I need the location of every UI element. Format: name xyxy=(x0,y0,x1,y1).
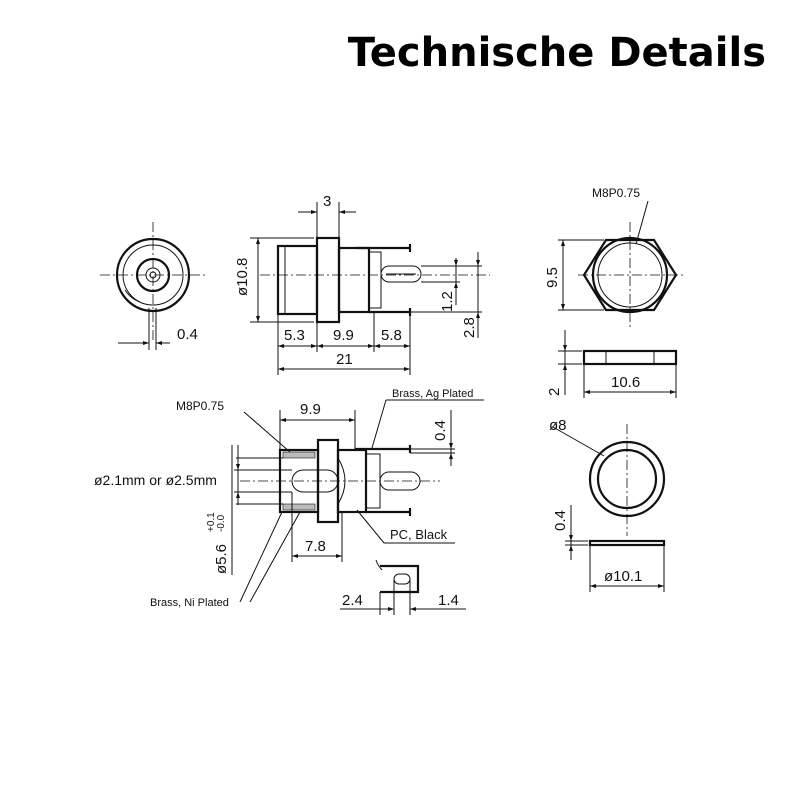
section-length-label: 9.9 xyxy=(300,401,321,418)
side-view: ø10.8 3 5.3 9.9 5.8 21 xyxy=(234,193,490,375)
washer-view: ø8 0.4 ø10.1 xyxy=(549,417,666,592)
page-title: Technische Details xyxy=(347,30,766,76)
section-thread-label: M8P0.75 xyxy=(176,399,224,413)
front-view: 0.4 xyxy=(100,222,206,350)
body-diameter-label: ø10.8 xyxy=(234,258,251,296)
nut-thread-label: M8P0.75 xyxy=(592,186,640,200)
sleeve-material-label: Brass, Ni Plated xyxy=(150,597,229,609)
contact-thickness-label: 0.4 xyxy=(432,420,449,441)
segment-middle-label: 9.9 xyxy=(333,327,354,344)
washer-thickness-label: 0.4 xyxy=(552,510,569,531)
section-depth-label: 7.8 xyxy=(305,538,326,555)
terminal-detail: 2.4 1.4 xyxy=(340,559,466,615)
segment-back-label: 5.8 xyxy=(381,327,402,344)
segment-front-label: 5.3 xyxy=(284,327,305,344)
thread-tolerance-minus: -0.0 xyxy=(216,514,227,532)
front-ring-thickness-label: 0.4 xyxy=(177,326,198,343)
body-material-label: PC, Black xyxy=(390,527,448,542)
flange-width-label: 3 xyxy=(323,193,331,210)
nut-view: 9.5 M8P0.75 2 10.6 xyxy=(544,186,684,398)
pin-offset-b-label: 2.8 xyxy=(461,317,478,338)
pin-offset-a-label: 1.2 xyxy=(439,291,456,312)
washer-outer-label: ø10.1 xyxy=(604,568,642,585)
nut-thickness-label: 2 xyxy=(546,388,563,396)
pin-diameter-label: ø2.1mm or ø2.5mm xyxy=(94,472,217,488)
contact-material-label: Brass, Ag Plated xyxy=(392,388,473,400)
thread-tolerance-plus: +0.1 xyxy=(206,512,217,532)
terminal-b-label: 1.4 xyxy=(438,592,459,609)
nut-flats-label: 9.5 xyxy=(544,267,561,288)
washer-inner-label: ø8 xyxy=(549,417,567,434)
thread-diameter-label: ø5.6 xyxy=(213,544,230,574)
nut-width-label: 10.6 xyxy=(611,374,640,391)
terminal-a-label: 2.4 xyxy=(342,592,363,609)
total-length-label: 21 xyxy=(336,351,353,368)
section-view: 9.9 M8P0.75 Brass, Ag Plated 0.4 ø2.1mm … xyxy=(94,388,484,609)
